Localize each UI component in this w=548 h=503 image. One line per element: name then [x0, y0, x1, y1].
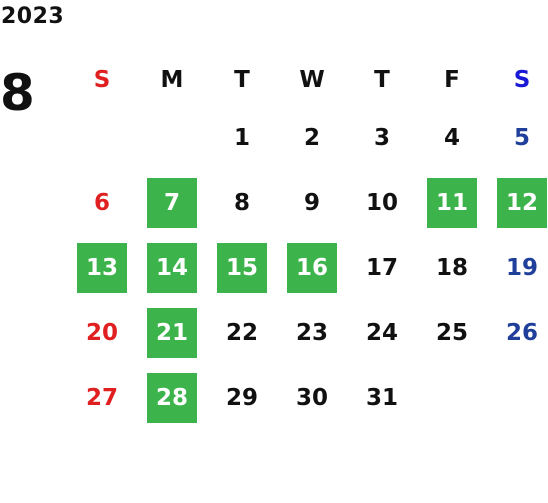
day-number: 13	[77, 242, 127, 293]
day-cell[interactable]: 17	[347, 235, 417, 300]
day-number: 3	[373, 124, 390, 151]
day-number: 25	[435, 319, 468, 346]
day-number	[147, 113, 197, 163]
day-number: 15	[217, 242, 267, 293]
day-number: 29	[225, 384, 258, 411]
day-number: 1	[233, 124, 250, 151]
day-number: 22	[225, 319, 258, 346]
day-number: 27	[85, 384, 118, 411]
day-cell[interactable]: 8	[207, 170, 277, 235]
day-cell[interactable]: 2	[277, 105, 347, 170]
day-number: 12	[497, 177, 547, 228]
day-cell-highlighted[interactable]: 16	[277, 235, 347, 300]
day-cell[interactable]: 19	[487, 235, 548, 300]
day-number: 31	[365, 384, 398, 411]
day-cell[interactable]: 30	[277, 365, 347, 430]
day-cell[interactable]: 23	[277, 300, 347, 365]
day-number	[77, 113, 127, 163]
year-label: 2023	[1, 4, 65, 29]
day-number: 9	[303, 189, 320, 216]
weekday-header-tue: T	[234, 67, 250, 93]
day-cell[interactable]: 6	[67, 170, 137, 235]
day-number: 2	[303, 124, 320, 151]
day-number	[427, 373, 477, 423]
day-cell-highlighted[interactable]: 11	[417, 170, 487, 235]
weekday-header-sun: S	[93, 67, 111, 93]
weekday-header-sat: S	[513, 67, 531, 93]
day-number: 17	[365, 254, 398, 281]
day-number: 14	[147, 242, 197, 293]
day-number: 18	[435, 254, 468, 281]
day-number	[497, 373, 547, 423]
day-cell	[417, 365, 487, 430]
day-number: 24	[365, 319, 398, 346]
day-cell[interactable]: 10	[347, 170, 417, 235]
day-number: 5	[513, 124, 530, 151]
day-cell[interactable]: 4	[417, 105, 487, 170]
day-cell[interactable]: 25	[417, 300, 487, 365]
day-cell-highlighted[interactable]: 15	[207, 235, 277, 300]
day-number: 20	[85, 319, 118, 346]
day-cell[interactable]: 31	[347, 365, 417, 430]
day-number: 30	[295, 384, 328, 411]
day-cell-highlighted[interactable]: 28	[137, 365, 207, 430]
day-cell	[487, 365, 548, 430]
weekday-header-thu: T	[374, 67, 390, 93]
day-number: 28	[147, 372, 197, 423]
day-cell-highlighted[interactable]: 14	[137, 235, 207, 300]
day-cell-highlighted[interactable]: 12	[487, 170, 548, 235]
day-number: 4	[443, 124, 460, 151]
day-number: 11	[427, 177, 477, 228]
day-number: 19	[505, 254, 538, 281]
weekday-header-wed: W	[299, 67, 325, 93]
day-cell	[137, 105, 207, 170]
day-cell[interactable]: 24	[347, 300, 417, 365]
day-cell[interactable]: 20	[67, 300, 137, 365]
day-cell[interactable]: 27	[67, 365, 137, 430]
day-number: 6	[93, 189, 110, 216]
day-cell-highlighted[interactable]: 7	[137, 170, 207, 235]
day-cell[interactable]: 3	[347, 105, 417, 170]
day-cell[interactable]: 29	[207, 365, 277, 430]
day-cell[interactable]: 26	[487, 300, 548, 365]
weekday-header-fri: F	[444, 67, 460, 93]
day-cell-highlighted[interactable]: 21	[137, 300, 207, 365]
day-cell[interactable]: 1	[207, 105, 277, 170]
day-number: 16	[287, 242, 337, 293]
month-label: 8	[0, 64, 35, 122]
day-number: 21	[147, 307, 197, 358]
day-cell[interactable]: 22	[207, 300, 277, 365]
day-cell[interactable]: 5	[487, 105, 548, 170]
day-number: 8	[233, 189, 250, 216]
day-cell[interactable]: 18	[417, 235, 487, 300]
day-number: 26	[505, 319, 538, 346]
day-number: 23	[295, 319, 328, 346]
weekday-header-mon: M	[160, 67, 184, 93]
day-cell	[67, 105, 137, 170]
day-cell[interactable]: 9	[277, 170, 347, 235]
day-number: 7	[147, 177, 197, 228]
day-cell-highlighted[interactable]: 13	[67, 235, 137, 300]
calendar-grid: S M T W T F S 1 2 3 4 5 6 7 8 9 10 11 12…	[67, 55, 548, 430]
day-number: 10	[365, 189, 398, 216]
